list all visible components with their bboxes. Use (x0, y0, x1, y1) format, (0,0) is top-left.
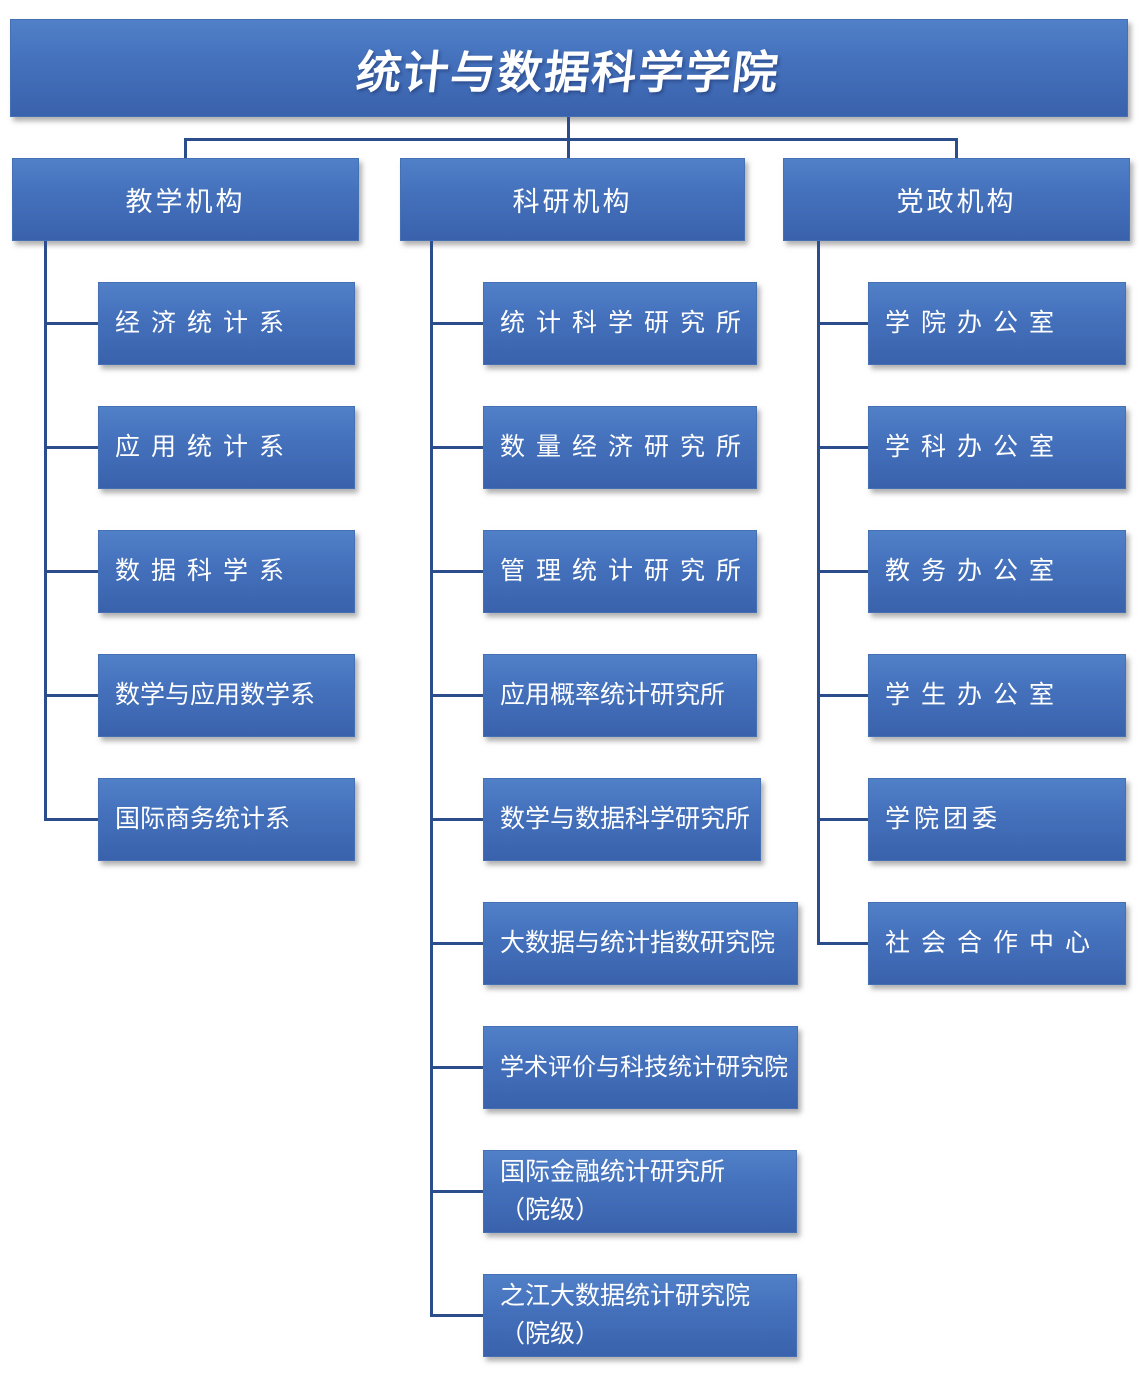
node-college-office: 学院办公室 (868, 282, 1126, 365)
connector-stub (817, 322, 868, 325)
node-label-line2: （院级） (500, 1196, 601, 1224)
connector-stub (44, 322, 98, 325)
node-youth-league-committee: 学院团委 (868, 778, 1126, 861)
node-social-cooperation-center: 社会合作中心 (868, 902, 1126, 985)
node-label: 数学与数据科学研究所 (500, 805, 751, 833)
node-label: 学术评价与科技统计研究院 (500, 1054, 788, 1081)
node-institute-intl-financial-statistics: 国际金融统计研究所 （院级） (483, 1150, 797, 1233)
node-label: 数量经济研究所 (500, 433, 753, 461)
connector-stub (817, 446, 868, 449)
chart-title: 统计与数据科学学院 (354, 47, 783, 98)
node-label: 学科办公室 (885, 433, 1066, 461)
connector-stub (44, 818, 98, 821)
connector-stub (817, 570, 868, 573)
node-academic-affairs-office: 教务办公室 (868, 530, 1126, 613)
connector-branch-bus (184, 138, 958, 141)
node-label: 学院团委 (885, 805, 1002, 833)
branch-research-label: 科研机构 (512, 187, 633, 217)
node-label: 教务办公室 (885, 557, 1066, 585)
connector-stub (817, 818, 868, 821)
branch-party: 党政机构 (783, 158, 1130, 241)
connector-trunk-party (817, 241, 820, 945)
node-label-line2: （院级） (500, 1320, 601, 1348)
node-label: 国际金融统计研究所 (500, 1158, 726, 1186)
connector-drop-research (567, 138, 570, 158)
node-academy-big-data-statistical-index: 大数据与统计指数研究院 (483, 902, 798, 985)
node-label: 管理统计研究所 (500, 557, 753, 585)
node-institute-math-and-data-science: 数学与数据科学研究所 (483, 778, 761, 861)
node-institute-applied-probability-statistics: 应用概率统计研究所 (483, 654, 757, 737)
branch-teaching: 教学机构 (12, 158, 359, 241)
connector-drop-teaching (184, 138, 187, 158)
node-label: 应用统计系 (115, 433, 296, 461)
connector-stub (44, 570, 98, 573)
node-label: 国际商务统计系 (115, 805, 291, 833)
connector-stub (430, 1314, 483, 1317)
node-label: 大数据与统计指数研究院 (500, 929, 776, 957)
node-student-office: 学生办公室 (868, 654, 1126, 737)
connector-stub (430, 322, 483, 325)
connector-trunk-research (430, 241, 433, 1317)
node-label: 数据科学系 (115, 557, 296, 585)
node-label: 经济统计系 (115, 309, 296, 337)
connector-stub (817, 942, 868, 945)
branch-party-label: 党政机构 (896, 187, 1017, 217)
node-institute-management-statistics: 管理统计研究所 (483, 530, 757, 613)
node-institute-quantitative-economics: 数量经济研究所 (483, 406, 757, 489)
branch-teaching-label: 教学机构 (125, 187, 246, 217)
node-label: 应用概率统计研究所 (500, 681, 726, 709)
connector-stub (430, 570, 483, 573)
connector-trunk-teaching (44, 241, 47, 821)
connector-stub (430, 694, 483, 697)
connector-root-drop (567, 117, 570, 141)
connector-drop-party (955, 138, 958, 158)
connector-stub (44, 446, 98, 449)
connector-stub (430, 818, 483, 821)
node-economic-statistics-dept: 经济统计系 (98, 282, 355, 365)
node-label: 数学与应用数学系 (115, 681, 316, 709)
node-math-applied-math-dept: 数学与应用数学系 (98, 654, 355, 737)
connector-stub (430, 1066, 483, 1069)
node-label: 之江大数据统计研究院 (500, 1282, 751, 1310)
node-label: 社会合作中心 (885, 929, 1102, 957)
node-label: 学生办公室 (885, 681, 1066, 709)
node-academy-zhijiang-big-data-statistics: 之江大数据统计研究院 （院级） (483, 1274, 797, 1357)
node-academy-academic-evaluation-scitech-statistics: 学术评价与科技统计研究院 (483, 1026, 798, 1109)
node-label: 统计科学研究所 (500, 309, 753, 337)
branch-research: 科研机构 (400, 158, 745, 241)
node-intl-business-statistics-dept: 国际商务统计系 (98, 778, 355, 861)
connector-stub (430, 942, 483, 945)
connector-stub (430, 446, 483, 449)
connector-stub (430, 1190, 483, 1193)
node-applied-statistics-dept: 应用统计系 (98, 406, 355, 489)
connector-stub (44, 694, 98, 697)
node-discipline-office: 学科办公室 (868, 406, 1126, 489)
node-label: 学院办公室 (885, 309, 1066, 337)
root-node: 统计与数据科学学院 (10, 19, 1128, 117)
node-data-science-dept: 数据科学系 (98, 530, 355, 613)
node-institute-statistical-science: 统计科学研究所 (483, 282, 757, 365)
connector-stub (817, 694, 868, 697)
